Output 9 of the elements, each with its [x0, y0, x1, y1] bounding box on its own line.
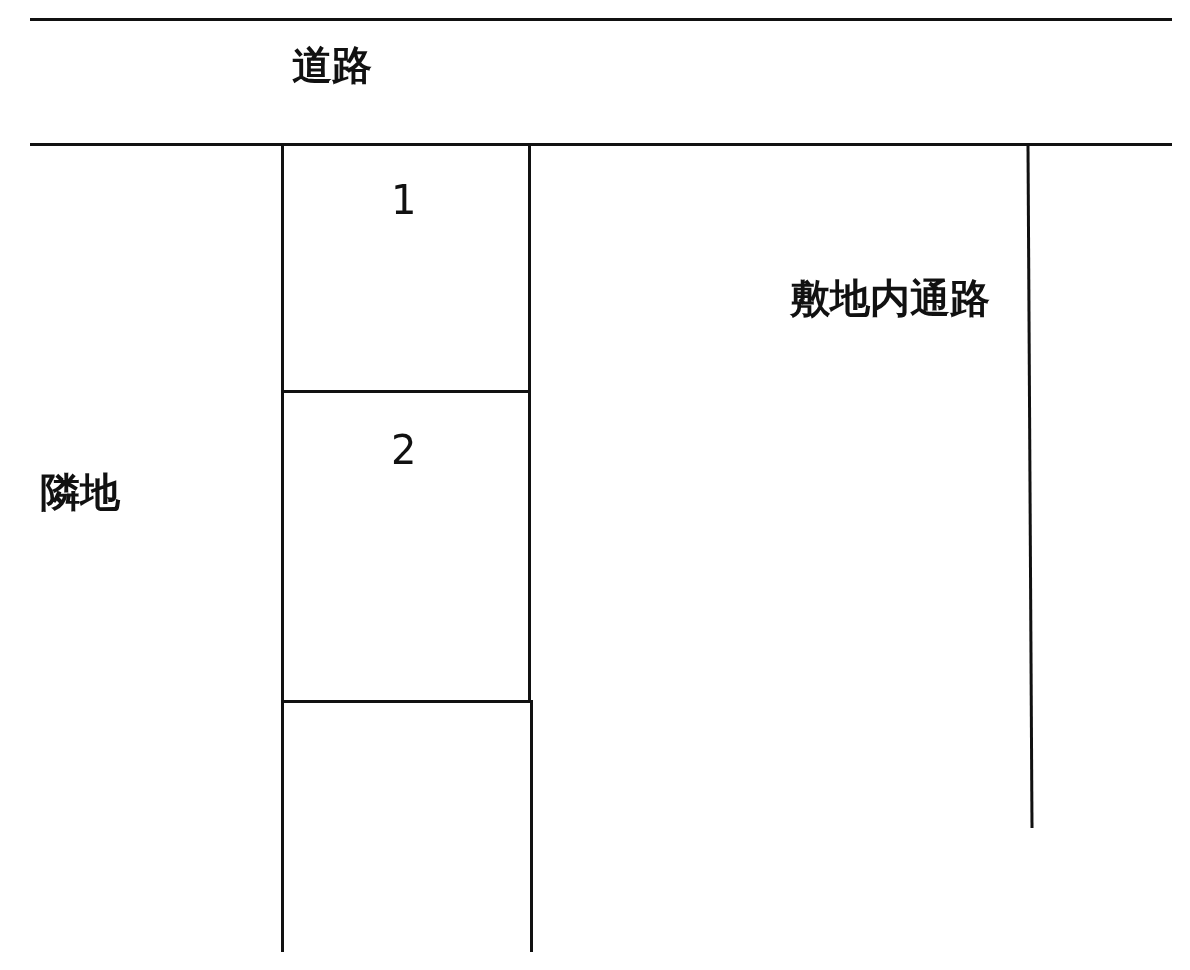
road-band [30, 18, 1172, 146]
road-label: 道路 [292, 45, 372, 85]
area-label: 敷地内通路 [790, 276, 990, 320]
area-label: 隣地 [40, 470, 120, 514]
lot-number: 2 [391, 430, 417, 470]
lot-box [281, 146, 531, 393]
lot-number: 1 [391, 180, 417, 220]
empty-lot-box [281, 700, 533, 952]
lot-box [281, 390, 531, 703]
